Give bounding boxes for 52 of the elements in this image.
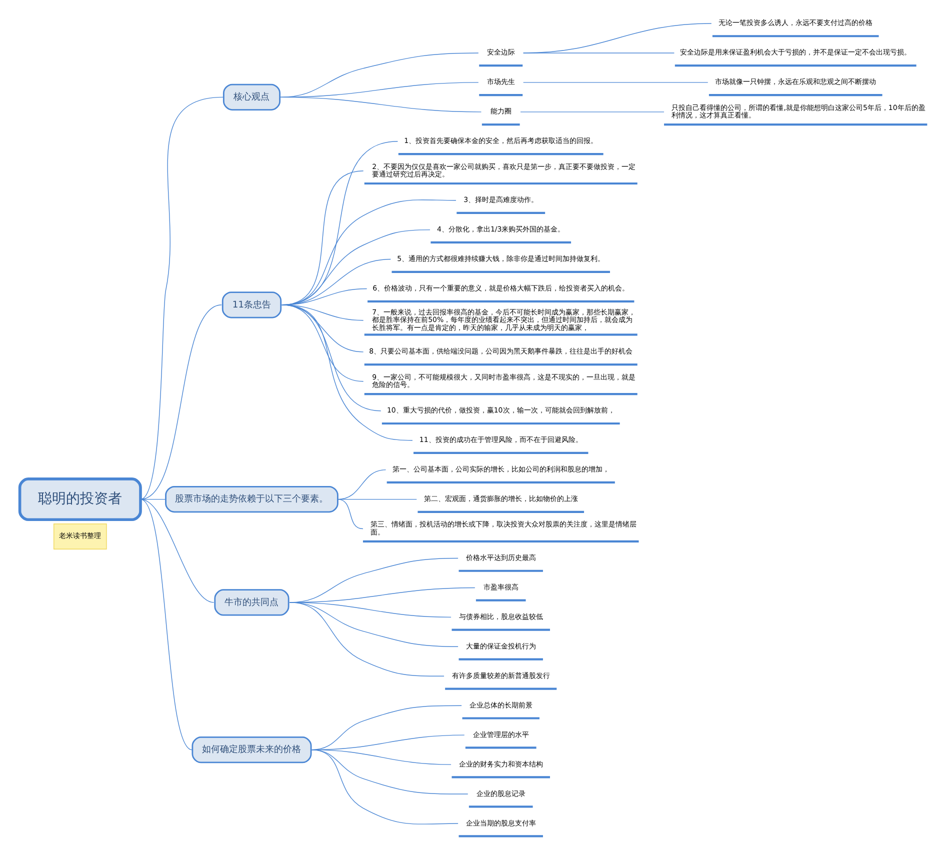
connector	[336, 498, 363, 530]
connector	[522, 23, 712, 54]
node-text: 只投自己看得懂的公司，所谓的看懂,就是你能想明白这家公司5年后，10年后的盈利情况，这才算真正看懂。	[671, 102, 925, 120]
node-box: 核心观点	[222, 84, 280, 111]
node-box: 牛市的共同点	[214, 589, 289, 616]
node-text: 第三、情绪面，投机活动的增长或下降，取决投资大众对股票的关注度，这里是情绪层面。	[370, 520, 636, 536]
node-text: 2、不要因为仅仅是喜欢一家公司就购买，喜欢只是第一步，真正要不要做投资，一定要通过研究过后再决定。	[372, 162, 636, 178]
connector	[281, 304, 412, 441]
connector	[140, 96, 223, 500]
node-text: 企业的股息记录	[476, 788, 525, 798]
node-text: 9、一家公司，不可能规模很大，又同时市盈率很高，这是不现实的，一旦出现，就是危险的信号。	[372, 372, 636, 390]
node-text: 有许多质量较差的新普通股发行	[451, 670, 550, 680]
node-text: 大量的保证金投机行为	[465, 641, 536, 650]
node-text: 7、一般来说，过去回报率很高的基金，今后不可能长时间成为赢家，那些长期赢家，都是胜率保持在前50%，每年度的业绩看起来不突出，但通过时间加持后，就会成为长胜将军。有一点是肯定的，昨天的输家，几乎从未成为明天的赢家，	[372, 307, 636, 332]
connector	[288, 602, 444, 676]
connector	[280, 52, 478, 98]
connector	[310, 749, 458, 824]
node-text: 企业总体的长期前景	[468, 700, 532, 710]
connector	[140, 498, 214, 603]
node-label: 老米读书整理	[58, 531, 101, 540]
connector	[140, 304, 222, 500]
node-text: 11、投资的成功在于管理风险，而不在于回避风险。	[418, 435, 582, 444]
connector	[522, 52, 674, 54]
node-text: 8、只要公司基本面，供给端没问题，公司因为黑天鹅事件暴跌，往往是出手的好机会	[368, 346, 632, 356]
node-text: 6、价格波动，只有一个重要的意义，就是价格大幅下跌后，给投资者买入的机会。	[372, 284, 629, 293]
node-text: 与债券相比，股息收益较低	[458, 612, 542, 621]
node-text: 10、重大亏损的代价，做投资，赢10次，输一次，可能就会回到解放前，	[386, 406, 614, 415]
node-text: 企业管理层的水平	[472, 730, 528, 739]
node-text: 市盈率很高	[482, 582, 518, 592]
node-box: 如何确定股票未来的价格	[191, 736, 312, 764]
node-text: 能力圈	[490, 106, 511, 116]
node-text: 5、通用的方式都很难持续赚大钱，除非你是通过时间加持做复利。	[396, 254, 604, 264]
node-text: 安全边际是用来保证盈利机会大于亏损的，并不是保证一定不会出现亏损。	[680, 48, 911, 57]
node-box: 11条忠告	[221, 292, 282, 318]
node-box: 聪明的投资者	[18, 478, 142, 522]
node-text: 3、择时是高难度动作。	[463, 195, 538, 204]
node-text: 安全边际	[486, 48, 514, 57]
node-text: 价格水平达到历史最高	[465, 552, 536, 562]
node-text: 第一、公司基本面，公司实际的增长，比如公司的利润和股息的增加，	[392, 464, 609, 474]
node-box: 股票市场的走势依赖于以下三个要素。	[164, 486, 338, 513]
node-text: 无论一笔投资多么诱人，永远不要支付过高的价格	[718, 18, 872, 28]
node-text: 市场就像一只钟摆，永远在乐观和悲观之间不断摆动	[714, 77, 876, 86]
node-text: 企业当期的股息支付率	[465, 818, 536, 828]
node-text: 企业的财务实力和资本结构	[458, 759, 542, 768]
node-text: 1、投资首先要确保本金的安全，然后再考虑获取适当的回报。	[404, 136, 598, 146]
node-text: 市场先生	[486, 77, 514, 86]
node-text: 4、分散化，拿出1/3来购买外国的基金。	[436, 224, 564, 234]
connector	[280, 96, 482, 112]
connector	[522, 82, 708, 83]
connector	[310, 749, 468, 794]
connector	[140, 498, 192, 750]
node-text: 第二、宏观面，通货膨胀的增长，比如物价的上涨	[423, 494, 578, 504]
